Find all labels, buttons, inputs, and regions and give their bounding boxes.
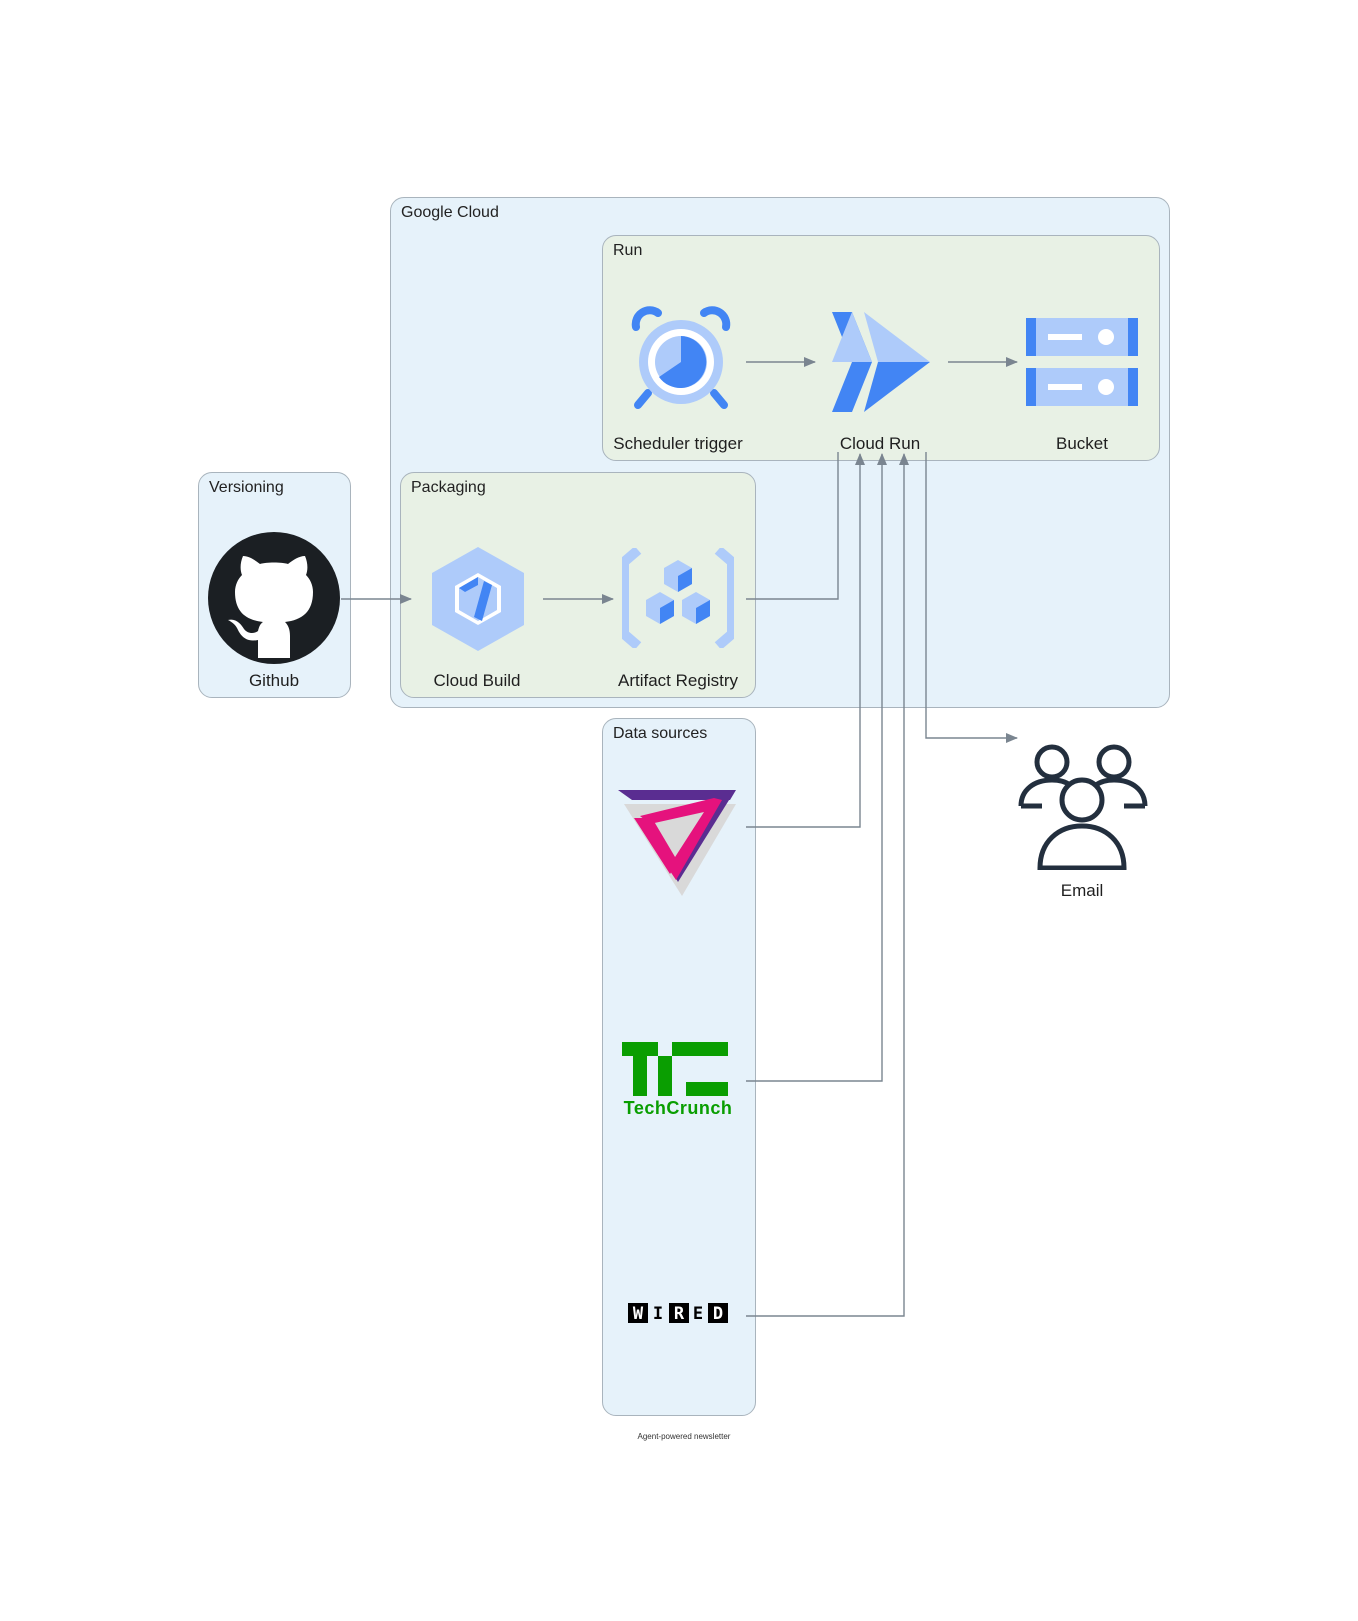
wired-logo-icon: W I R E D (628, 1303, 728, 1324)
label-github: Github (248, 671, 300, 690)
cluster-label-run: Run (613, 242, 643, 259)
the-verge-logo-icon (618, 790, 736, 896)
svg-text:R: R (674, 1304, 685, 1324)
edge-verge-to-cloudrun (746, 453, 865, 828)
techcrunch-logo-icon (622, 1042, 728, 1096)
label-email: Email (1060, 881, 1104, 900)
artifact-registry-icon (622, 548, 734, 648)
cloud-run-icon (832, 312, 930, 412)
techcrunch-logo-text: TechCrunch (623, 1098, 733, 1118)
svg-text:E: E (693, 1304, 703, 1324)
svg-text:I: I (653, 1304, 663, 1324)
cloud-build-icon (432, 547, 524, 651)
label-scheduler-trigger: Scheduler trigger (613, 434, 743, 453)
label-artifact-registry: Artifact Registry (618, 671, 738, 690)
cluster-label-data-sources: Data sources (613, 725, 708, 742)
edge-artifactregistry-to-cloudrun (746, 452, 839, 600)
svg-text:D: D (713, 1304, 723, 1324)
cluster-label-google-cloud: Google Cloud (401, 204, 499, 221)
cluster-label-versioning: Versioning (209, 479, 284, 496)
cluster-label-packaging: Packaging (411, 479, 486, 496)
bucket-storage-icon (1026, 318, 1138, 406)
svg-text:W: W (633, 1304, 644, 1324)
label-bucket: Bucket (1056, 434, 1108, 453)
diagram-caption: Agent-powered newsletter (637, 1432, 731, 1441)
github-icon (208, 532, 340, 664)
label-cloud-run: Cloud Run (839, 434, 921, 453)
edge-techcrunch-to-cloudrun (746, 453, 887, 1082)
label-cloud-build: Cloud Build (433, 671, 521, 690)
cluster-packaging: Packaging (400, 472, 756, 698)
edge-wired-to-cloudrun (746, 453, 909, 1317)
scheduler-clock-icon (631, 306, 731, 409)
edge-cloudrun-to-email (925, 452, 1018, 743)
users-group-icon (1018, 744, 1148, 870)
